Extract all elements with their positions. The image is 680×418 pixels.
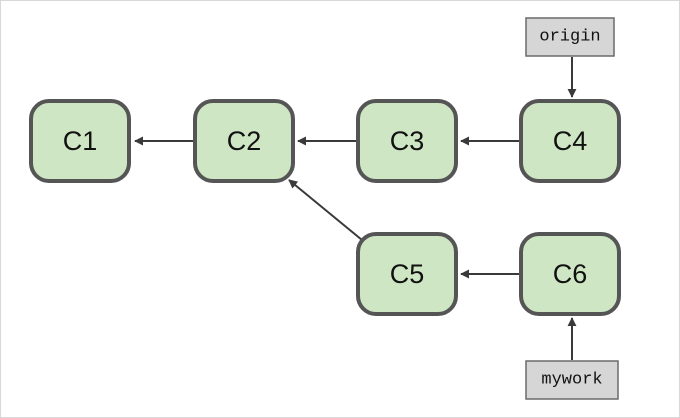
commit-node-c1 (29, 99, 131, 183)
commit-c4: C4 (519, 99, 621, 183)
commit-c5: C5 (356, 232, 458, 316)
ref-mywork: mywork (525, 360, 619, 400)
ref-box-origin (525, 17, 615, 57)
commit-c3: C3 (356, 99, 458, 183)
commit-node-c2 (193, 99, 295, 183)
ref-label-mywork: mywork (541, 371, 602, 390)
edges (134, 136, 519, 279)
commit-node-c3 (356, 99, 458, 183)
commit-label-c6: C6 (553, 259, 588, 289)
commit-label-c3: C3 (390, 126, 425, 156)
commit-c6: C6 (519, 232, 621, 316)
commit-label-c5: C5 (390, 259, 425, 289)
commit-node-c4 (519, 99, 621, 183)
ref-origin: origin (525, 17, 615, 57)
commit-label-c4: C4 (553, 126, 588, 156)
commit-node-c6 (519, 232, 621, 316)
ref-box-mywork (525, 360, 619, 400)
commit-c1: C1 (29, 99, 131, 183)
commit-label-c2: C2 (227, 126, 262, 156)
commit-label-c1: C1 (63, 126, 98, 156)
ref-label-origin: origin (539, 28, 600, 47)
commit-c2: C2 (193, 99, 295, 183)
edge-c5-to-c2 (288, 179, 363, 241)
commit-node-c5 (356, 232, 458, 316)
